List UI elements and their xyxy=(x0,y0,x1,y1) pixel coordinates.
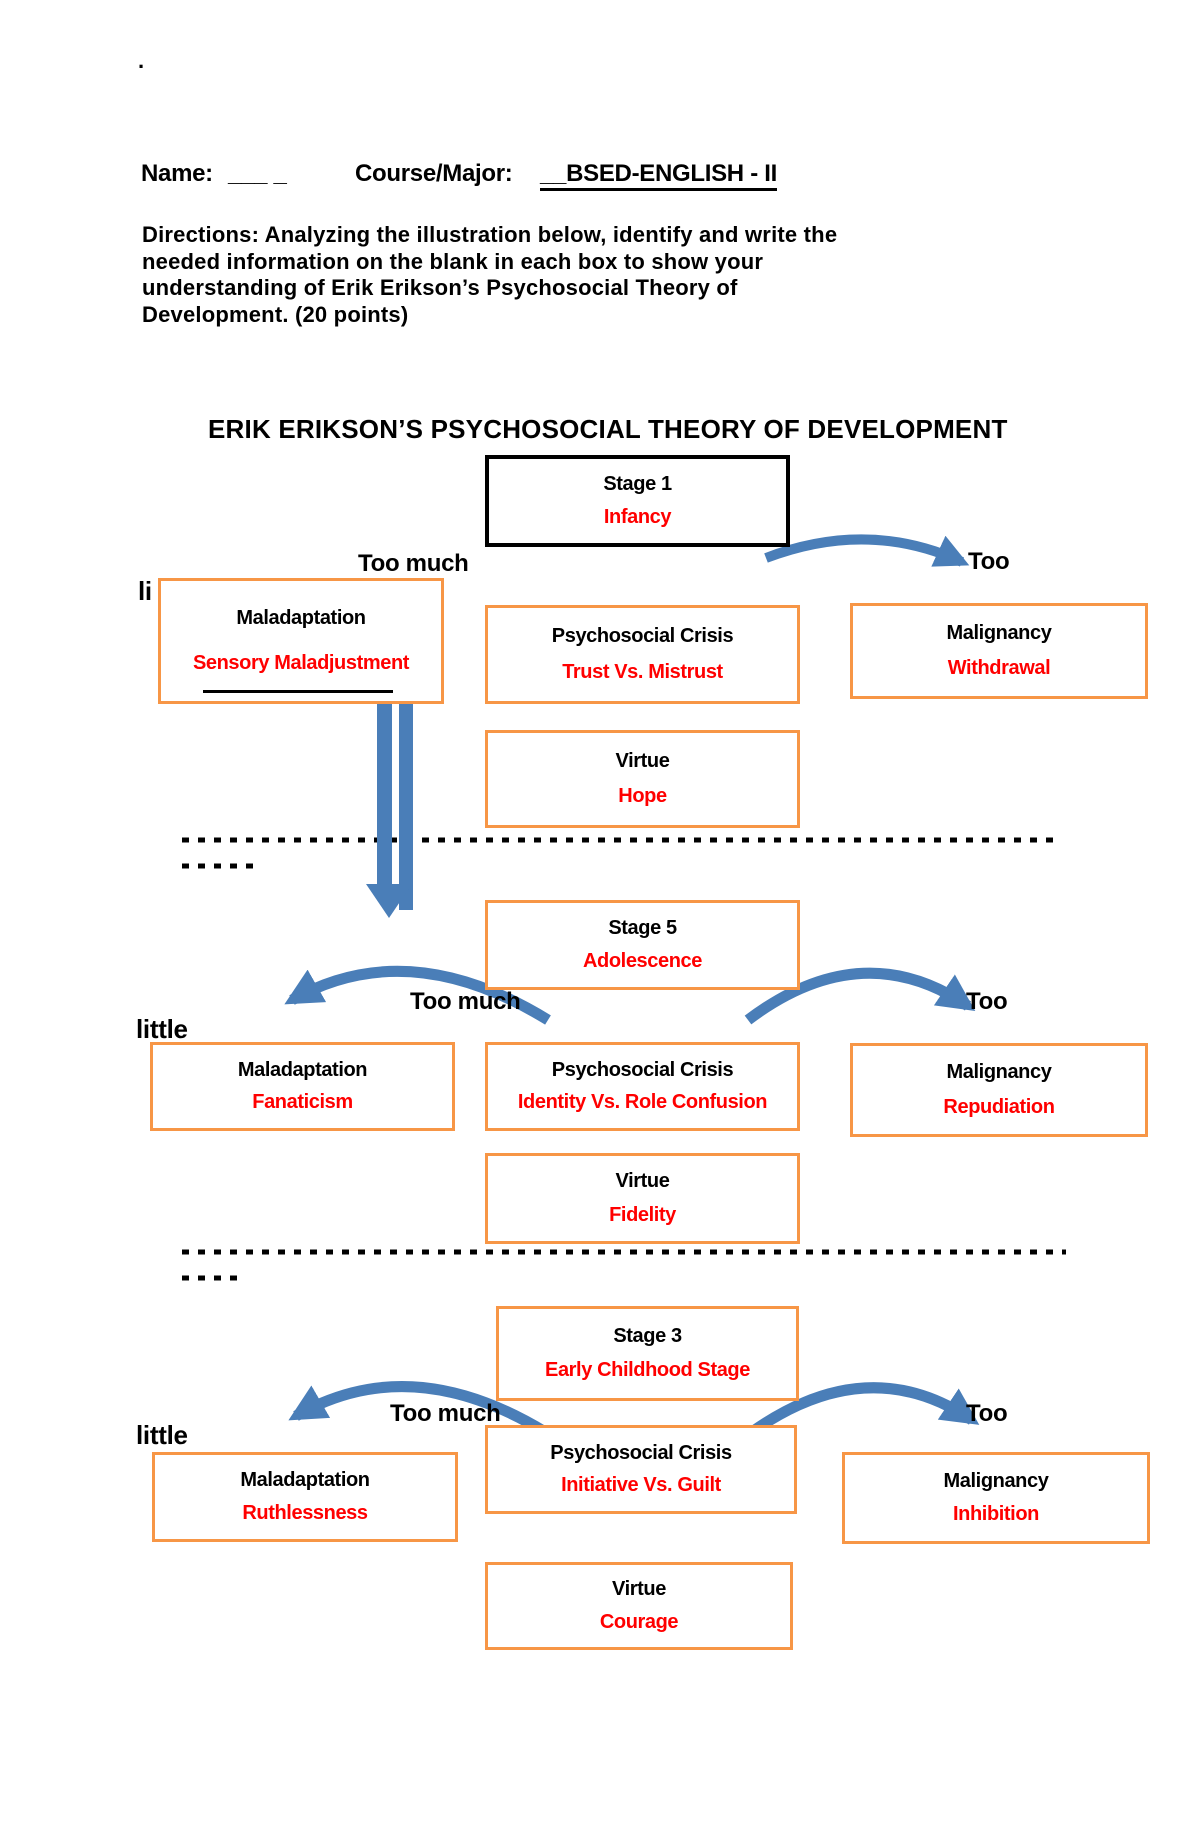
malignancy-box: Malignancy Withdrawal xyxy=(850,603,1148,699)
psychosocial-crisis-box: Psychosocial Crisis Identity Vs. Role Co… xyxy=(485,1042,800,1131)
psychosocial-crisis-label: Psychosocial Crisis xyxy=(551,625,734,647)
malignancy-answer: Repudiation xyxy=(943,1095,1055,1118)
dashed-separator-1 xyxy=(182,837,1058,869)
stage-answer: Infancy xyxy=(603,506,672,528)
psychosocial-crisis-answer: Identity Vs. Role Confusion xyxy=(517,1091,768,1114)
too-label: Too xyxy=(966,988,1008,1015)
dashed-separator-2 xyxy=(182,1249,1066,1281)
malignancy-answer: Withdrawal xyxy=(947,657,1051,679)
too-much-label: Too much xyxy=(390,1400,501,1427)
virtue-box: Virtue Hope xyxy=(485,730,800,828)
malignancy-box: Malignancy Inhibition xyxy=(842,1452,1150,1544)
psychosocial-crisis-answer: Initiative Vs. Guilt xyxy=(561,1474,721,1497)
little-label: li xyxy=(138,576,152,606)
virtue-answer: Courage xyxy=(599,1610,679,1633)
directions-paragraph: Directions: Analyzing the illustration b… xyxy=(142,222,837,328)
answer-blank-line xyxy=(203,690,393,693)
diagram-title: ERIK ERIKSON’S PSYCHOSOCIAL THEORY OF DE… xyxy=(208,414,1008,444)
name-blank-field: ___ _ xyxy=(228,160,287,187)
virtue-box: Virtue Fidelity xyxy=(485,1153,800,1244)
malignancy-box: Malignancy Repudiation xyxy=(850,1043,1148,1137)
psychosocial-crisis-answer: Trust Vs. Mistrust xyxy=(562,661,723,683)
maladaptation-answer: Sensory Maladjustment xyxy=(192,652,410,674)
malignancy-answer: Inhibition xyxy=(953,1503,1039,1526)
maladaptation-label: Maladaptation xyxy=(240,1469,370,1491)
virtue-label: Virtue xyxy=(612,1578,666,1601)
stage-box: Stage 3 Early Childhood Stage xyxy=(496,1306,799,1401)
too-label: Too xyxy=(966,1400,1008,1427)
curved-arrow-stage3-right xyxy=(748,1382,980,1437)
directions-line: Directions: Analyzing the illustration b… xyxy=(142,222,838,247)
curved-arrow-stage5-left xyxy=(284,965,551,1025)
little-label: little xyxy=(136,1014,188,1044)
course-major-value: __BSED-ENGLISH - II xyxy=(540,160,777,191)
stage-box: Stage 1 Infancy xyxy=(485,455,790,547)
maladaptation-answer: Fanaticism xyxy=(252,1091,353,1114)
too-much-label: Too much xyxy=(410,988,521,1015)
stage-label: Stage 3 xyxy=(613,1324,682,1347)
virtue-answer: Hope xyxy=(618,785,667,808)
virtue-box: Virtue Courage xyxy=(485,1562,793,1650)
directions-line: Development. (20 points) xyxy=(142,301,409,327)
maladaptation-answer: Ruthlessness xyxy=(242,1502,368,1524)
too-label: Too xyxy=(968,548,1010,575)
too-much-label: Too much xyxy=(358,550,469,577)
maladaptation-box: Maladaptation Fanaticism xyxy=(150,1042,455,1131)
malignancy-label: Malignancy xyxy=(946,622,1052,644)
stage-box: Stage 5 Adolescence xyxy=(485,900,800,990)
stage-label: Stage 1 xyxy=(603,473,672,495)
stage-answer: Adolescence xyxy=(583,950,702,972)
maladaptation-label: Maladaptation xyxy=(237,1058,368,1081)
stage-label: Stage 5 xyxy=(608,917,677,939)
psychosocial-crisis-label: Psychosocial Crisis xyxy=(550,1441,732,1464)
malignancy-label: Malignancy xyxy=(946,1061,1052,1084)
psychosocial-crisis-box: Psychosocial Crisis Trust Vs. Mistrust xyxy=(485,605,800,704)
psychosocial-crisis-box: Psychosocial Crisis Initiative Vs. Guilt xyxy=(485,1425,797,1514)
directions-line: needed information on the blank in each … xyxy=(142,248,764,274)
curved-arrow-stage3-left xyxy=(288,1381,548,1437)
curved-arrow-stage1-right xyxy=(764,534,970,567)
curved-arrow-stage5-right xyxy=(744,967,976,1025)
course-major-label: Course/Major: xyxy=(355,160,513,187)
virtue-answer: Fidelity xyxy=(609,1203,676,1226)
little-label: little xyxy=(136,1420,188,1450)
stage-answer: Early Childhood Stage xyxy=(545,1359,750,1382)
maladaptation-box: Maladaptation Ruthlessness xyxy=(152,1452,458,1542)
stray-dot: . xyxy=(138,48,144,73)
virtue-label: Virtue xyxy=(615,1170,670,1193)
maladaptation-label: Maladaptation xyxy=(236,607,366,629)
malignancy-label: Malignancy xyxy=(943,1469,1049,1492)
name-label: Name: xyxy=(141,160,213,187)
directions-line: understanding of Erik Erikson’s Psychoso… xyxy=(142,275,738,300)
virtue-label: Virtue xyxy=(615,749,670,772)
psychosocial-crisis-label: Psychosocial Crisis xyxy=(551,1058,734,1081)
double-down-arrow xyxy=(366,704,413,918)
maladaptation-box: Maladaptation Sensory Maladjustment xyxy=(158,578,444,704)
